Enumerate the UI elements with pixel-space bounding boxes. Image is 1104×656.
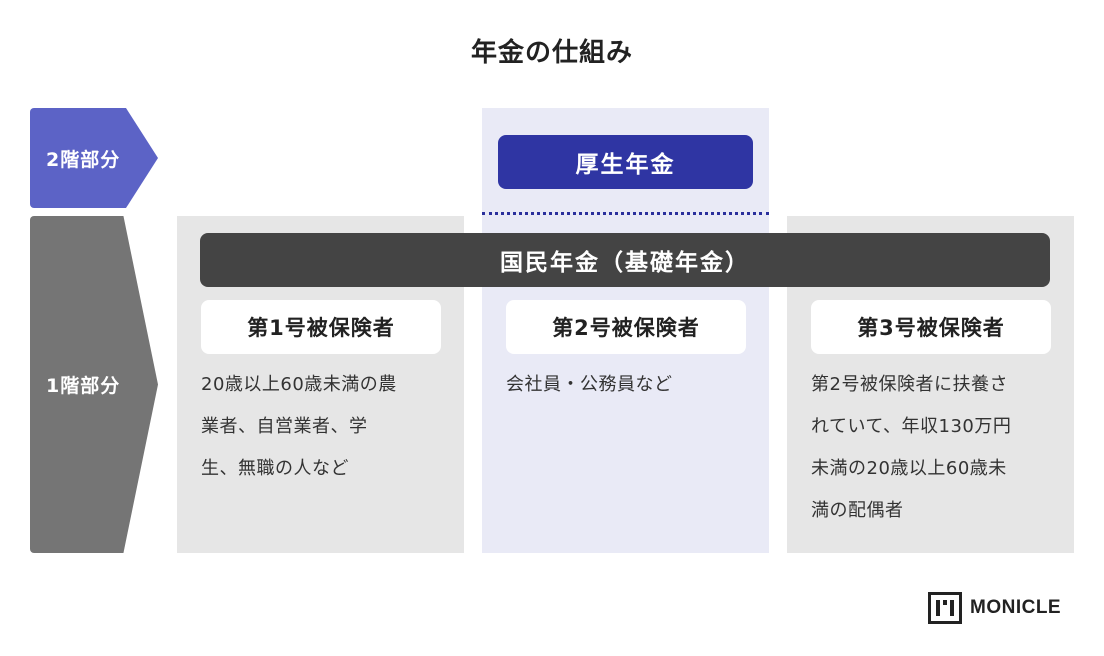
kousei-nenkin-box: 厚生年金 xyxy=(498,135,753,189)
desc-line: れていて、年収130万円 xyxy=(811,416,1012,437)
diagram-title: 年金の仕組み xyxy=(470,38,633,68)
desc-line: 会社員・公務員など xyxy=(506,374,673,395)
desc-line: 第2号被保険者に扶養さ xyxy=(811,374,1008,395)
kousei-nenkin-label: 厚生年金 xyxy=(575,152,676,178)
insured-2-label: 第2号被保険者 xyxy=(552,316,700,340)
insured-2-description: 会社員・公務員など xyxy=(506,364,746,406)
insured-3-description: 第2号被保険者に扶養さ れていて、年収130万円 未満の20歳以上60歳未 満の… xyxy=(811,364,1056,532)
monicle-logo: MONICLE xyxy=(928,592,1061,624)
kokumin-nenkin-bar: 国民年金（基礎年金） xyxy=(200,233,1050,287)
tier-1-label-text: 1階部分 xyxy=(46,375,121,397)
kokumin-nenkin-label: 国民年金（基礎年金） xyxy=(500,250,750,276)
insured-2-box: 第2号被保険者 xyxy=(506,300,746,354)
desc-line: 満の配偶者 xyxy=(811,500,904,521)
insured-3-label: 第3号被保険者 xyxy=(857,316,1005,340)
desc-line: 生、無職の人など xyxy=(201,458,349,479)
desc-line: 20歳以上60歳未満の農 xyxy=(201,374,397,395)
tier-2-label-text: 2階部分 xyxy=(46,148,121,171)
logo-text: MONICLE xyxy=(970,597,1062,618)
insured-1-label: 第1号被保険者 xyxy=(247,316,395,340)
tier-2-label: 2階部分 xyxy=(30,108,158,208)
monicle-logo-icon xyxy=(928,592,962,624)
insured-1-description: 20歳以上60歳未満の農 業者、自営業者、学 生、無職の人など xyxy=(201,364,437,490)
desc-line: 業者、自営業者、学 xyxy=(201,416,368,437)
tier-1-label: 1階部分 xyxy=(30,216,158,553)
insured-3-box: 第3号被保険者 xyxy=(811,300,1051,354)
dotted-divider xyxy=(482,212,769,215)
insured-1-box: 第1号被保険者 xyxy=(201,300,441,354)
desc-line: 未満の20歳以上60歳未 xyxy=(811,458,1007,479)
